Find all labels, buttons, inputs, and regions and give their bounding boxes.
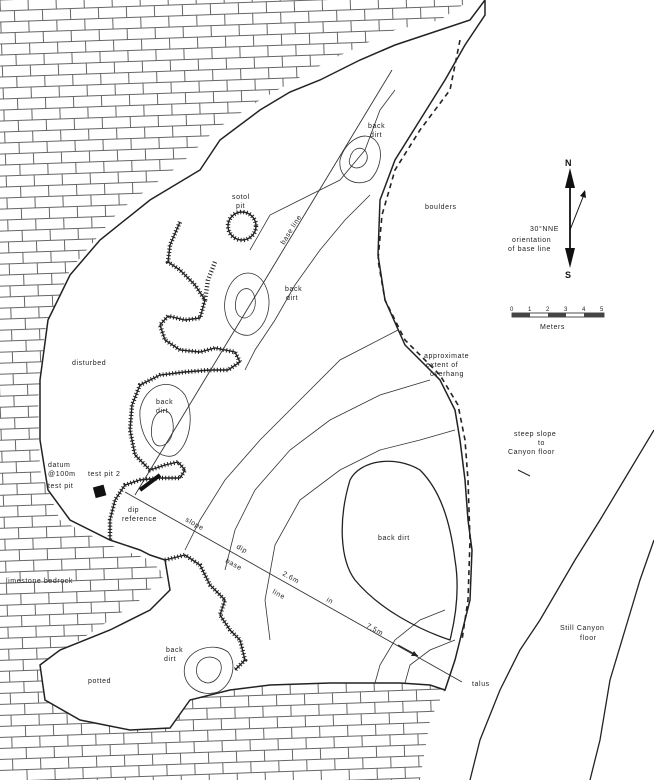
steep-slope-arrow bbox=[517, 469, 531, 477]
contour-g bbox=[404, 639, 456, 684]
label-back-dirt-bottom-2: dirt bbox=[164, 656, 176, 663]
back-dirt-top-inner bbox=[348, 147, 368, 169]
measure-arrowhead bbox=[411, 651, 418, 656]
back-dirt-mid-outer bbox=[224, 272, 270, 336]
label-sotol-pit-2: pit bbox=[236, 203, 245, 210]
test-pit-2 bbox=[138, 473, 162, 492]
sotol-pit-edge bbox=[227, 211, 257, 241]
overhang-extent-line bbox=[377, 39, 471, 641]
contour-a bbox=[249, 89, 396, 251]
label-disturbed: disturbed bbox=[72, 360, 106, 367]
label-back-dirt-mid-2: dirt bbox=[286, 295, 298, 302]
label-back-dirt-left-2: dirt bbox=[156, 408, 168, 415]
site-outline bbox=[39, 0, 486, 731]
back-dirt-left-outer bbox=[139, 384, 191, 457]
back-dirt-right-outline bbox=[341, 460, 458, 641]
label-still-canyon-1: Still Canyon bbox=[560, 625, 605, 632]
label-talus: talus bbox=[472, 681, 490, 688]
canyon-floor-left-edge bbox=[469, 429, 654, 780]
scale-tick-4: 4 bbox=[582, 307, 586, 313]
back-dirt-bottom-inner bbox=[196, 656, 222, 684]
label-sotol-pit-1: sotol bbox=[232, 194, 250, 201]
label-steep-slope-1: steep slope bbox=[514, 431, 556, 438]
label-dip: dip bbox=[235, 544, 248, 556]
label-steep-slope-3: Canyon floor bbox=[508, 449, 555, 456]
base-line-lower bbox=[124, 491, 463, 683]
label-back-dirt-mid-1: back bbox=[285, 286, 302, 293]
label-back-dirt-left-1: back bbox=[156, 399, 173, 406]
label-datum-2: @100m bbox=[48, 471, 76, 478]
back-dirt-left-inner bbox=[151, 410, 174, 447]
disturbed-edge-line bbox=[109, 221, 241, 540]
bedrock-lower-mid bbox=[160, 680, 445, 780]
back-dirt-mid-inner bbox=[235, 288, 256, 319]
label-datum-1: datum bbox=[48, 462, 70, 469]
label-back-dirt-top-1: back bbox=[368, 123, 385, 130]
contour-f bbox=[374, 609, 446, 684]
test-pit bbox=[92, 484, 107, 499]
orientation-label-1: orientation bbox=[512, 237, 551, 244]
base-line-upper bbox=[134, 69, 393, 496]
south-label: S bbox=[565, 270, 571, 280]
back-dirt-top-outer bbox=[339, 135, 381, 184]
scale-unit: Meters bbox=[540, 324, 565, 331]
label-overhang-3: overhang bbox=[430, 371, 464, 378]
scale-tick-0: 0 bbox=[510, 307, 514, 313]
label-back-dirt-bottom-1: back bbox=[166, 647, 183, 654]
label-test-pit-2: test pit 2 bbox=[88, 471, 120, 478]
label-back-dirt-right: back dirt bbox=[378, 535, 410, 542]
scale-tick-3: 3 bbox=[564, 307, 568, 313]
north-arrow bbox=[565, 168, 586, 268]
potted-edge-line bbox=[164, 554, 246, 671]
disturbed-edge-upper bbox=[202, 261, 218, 301]
label-dip-reference-2: reference bbox=[122, 516, 157, 523]
label-in: in bbox=[325, 597, 334, 606]
label-limestone-bedrock: limestone bedrock bbox=[6, 578, 73, 585]
label-back-dirt-top-2: dirt bbox=[370, 132, 382, 139]
label-dip-reference-1: dip bbox=[128, 507, 139, 514]
back-dirt-bottom-outer bbox=[183, 646, 234, 694]
scale-tick-5: 5 bbox=[600, 307, 604, 313]
label-overhang-2: extent of bbox=[426, 362, 458, 369]
contour-b bbox=[244, 194, 371, 371]
orientation-label-2: of base line bbox=[508, 246, 551, 253]
contour-e bbox=[264, 429, 456, 641]
label-overhang-1: approximate bbox=[424, 353, 469, 360]
canyon-floor-right-edge bbox=[589, 539, 654, 780]
scale-tick-2: 2 bbox=[546, 307, 550, 313]
label-potted: potted bbox=[88, 678, 111, 685]
north-label: N bbox=[565, 158, 572, 168]
label-test-pit: test pit bbox=[48, 483, 73, 490]
label-boulders: boulders bbox=[425, 204, 457, 211]
label-still-canyon-2: floor bbox=[580, 635, 597, 642]
contour-c bbox=[184, 329, 399, 551]
bearing-label: 30°NNE bbox=[530, 225, 559, 233]
scale-tick-1: 1 bbox=[528, 307, 532, 313]
label-steep-slope-2: to bbox=[538, 440, 545, 447]
bedrock-upper bbox=[0, 0, 470, 665]
scale-bar bbox=[511, 312, 605, 318]
contour-d bbox=[224, 379, 431, 571]
